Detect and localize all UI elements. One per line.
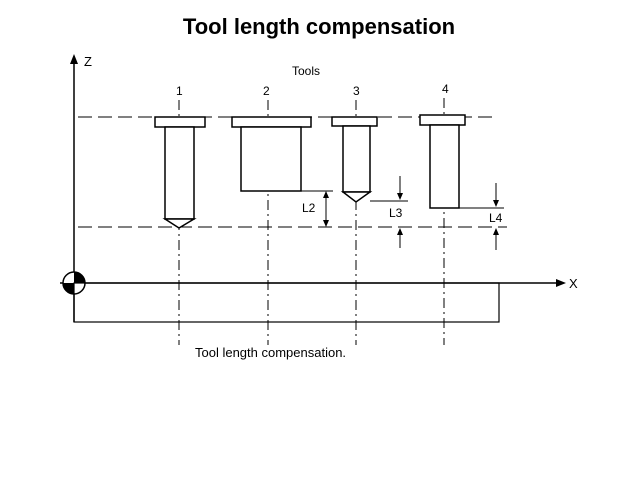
tool-4-reamer: [419, 114, 466, 209]
z-axis-arrow-icon: [70, 54, 78, 64]
l2-dimension: [301, 190, 333, 227]
l3-dimension: [370, 176, 408, 248]
tool-2-end-mill: [231, 116, 312, 192]
tool-number-1: 1: [176, 84, 183, 98]
l4-label: L4: [489, 211, 503, 225]
x-axis-label: X: [569, 276, 578, 291]
slide-title: Tool length compensation: [182, 14, 456, 39]
x-axis-arrow-icon: [556, 279, 566, 287]
tool-number-3: 3: [353, 84, 360, 98]
tool-number-2: 2: [263, 84, 270, 98]
figure-caption: Tool length compensation.: [195, 345, 346, 360]
tool-3-drill: [331, 116, 378, 203]
tool-number-4: 4: [442, 82, 449, 96]
machine-table: [73, 282, 500, 323]
l3-label: L3: [389, 206, 403, 220]
tool-1-drill: [154, 116, 206, 229]
tool-centerlines: [178, 98, 445, 345]
tools-header: Tools: [292, 64, 320, 78]
l4-dimension: [459, 183, 504, 250]
z-axis-label: Z: [84, 54, 92, 69]
l2-label: L2: [302, 201, 316, 215]
